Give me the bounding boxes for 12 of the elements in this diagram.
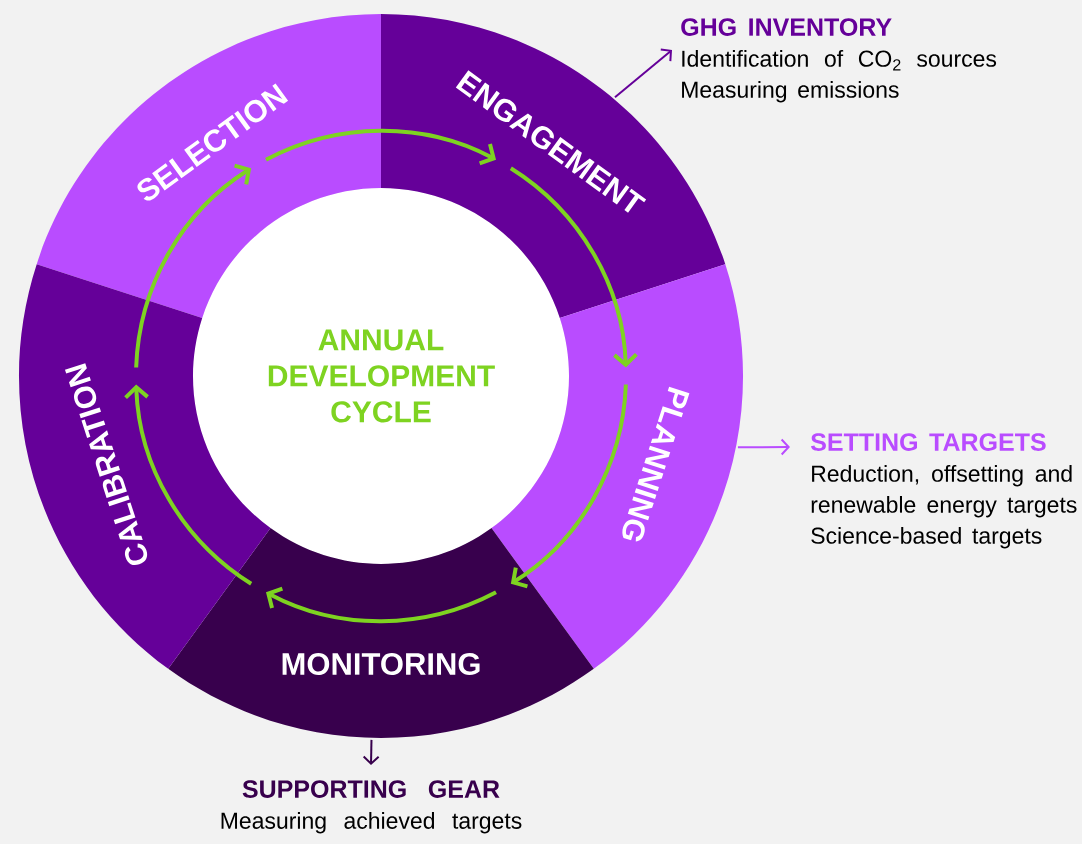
arrow (362, 738, 380, 765)
cycle-arrow (509, 166, 638, 368)
cycle-arrow (134, 163, 252, 368)
cycle-arrow (266, 586, 497, 624)
cycle-arrow (510, 384, 628, 589)
ring-segment: MONITORING (168, 528, 594, 738)
callout-text: SUPPORTING GEAR Measuring achieved targets (221, 780, 522, 834)
cycle-arrow (265, 128, 497, 166)
cycle-arrow (124, 384, 253, 586)
arrow (614, 48, 672, 99)
arrow (736, 438, 790, 456)
callout-text: SETTING TARGETS Reduction, offsetting and renewable energy targets Science-based targets (810, 433, 1077, 549)
